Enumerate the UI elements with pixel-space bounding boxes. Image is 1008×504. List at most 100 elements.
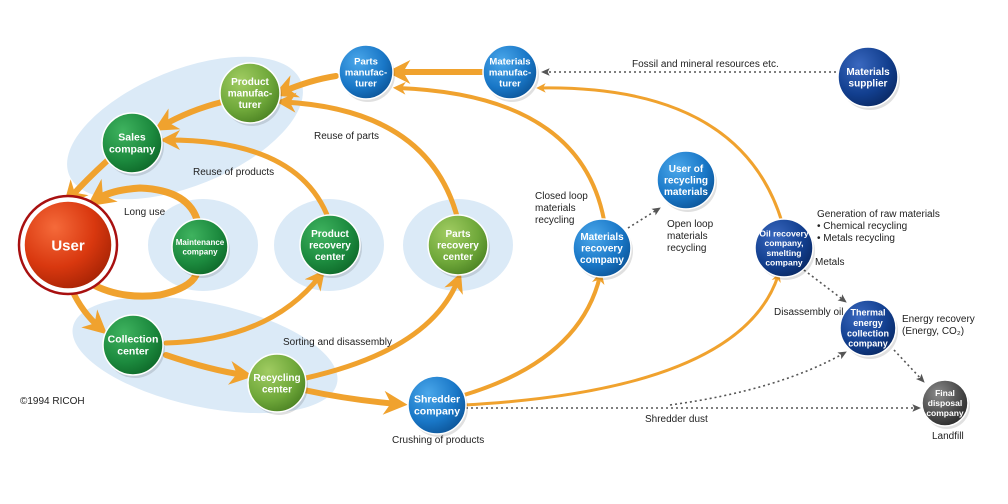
- node-label-line: company,: [764, 238, 803, 248]
- arrow-collection-to-recycling: [163, 352, 254, 385]
- node-label-line: Collection: [108, 334, 159, 346]
- label-open-loop-1: Open loop: [667, 219, 714, 230]
- arrow-materials-recovery-to-parts: [392, 81, 606, 222]
- label-closed-loop-2: materials: [535, 203, 576, 214]
- node-label-line: materials: [664, 187, 708, 198]
- label-fossil-resources: Fossil and mineral resources etc.: [632, 59, 779, 70]
- arrow-shredder-to-materials-recovery: [462, 271, 605, 397]
- node-circle: [23, 200, 113, 290]
- label-open-loop-2: materials: [667, 231, 708, 242]
- dotted-arrows: [466, 68, 925, 412]
- node-label-line: Sales: [118, 132, 146, 144]
- arrow-product-recovery-to-sales: [160, 130, 332, 223]
- node-label-line: center: [443, 252, 473, 263]
- node-circle: [407, 375, 467, 435]
- node-circle: [171, 218, 229, 276]
- node-label-line: company: [109, 144, 155, 156]
- arrow-maintenance-to-user: [86, 178, 202, 227]
- node-circle: [572, 218, 632, 278]
- label-reuse-of-parts: Reuse of parts: [314, 131, 379, 142]
- label-long-use: Long use: [124, 207, 166, 218]
- node-label-line: center: [117, 346, 149, 358]
- node-label-line: manufac-: [489, 67, 531, 78]
- node-label-line: manufac-: [345, 67, 387, 78]
- node-label-line: disposal: [928, 398, 962, 408]
- node-label-line: Recycling: [253, 373, 300, 384]
- node-label-line: Materials: [580, 232, 624, 243]
- node-circle: [837, 46, 899, 108]
- node-label-line: Materials: [846, 67, 890, 78]
- node-label-line: manufac-: [228, 89, 272, 100]
- node-label-line: Materials: [489, 56, 530, 67]
- node-label-line: Product: [311, 229, 349, 240]
- node-label-line: turer: [499, 78, 521, 89]
- node-circle: [101, 112, 163, 174]
- label-metals-recycling: • Metals recycling: [817, 233, 895, 244]
- label-closed-loop-1: Closed loop: [535, 191, 588, 202]
- node-circle: [102, 314, 164, 376]
- node-circle: [219, 62, 281, 124]
- node-label-line: recovery: [309, 241, 351, 252]
- node-label-line: center: [315, 252, 345, 263]
- arrow-product-manufacturer-to-sales: [153, 99, 225, 131]
- arrow-user-to-maintenance: [86, 271, 200, 300]
- label-disassembly-oil: Disassembly oil: [774, 307, 843, 318]
- nodes: UserSalescompanyProductmanufac-turerPart…: [17, 44, 970, 437]
- copyright: ©1994 RICOH: [20, 396, 85, 407]
- node-label-line: Thermal: [850, 308, 885, 318]
- node-circle: [839, 299, 897, 357]
- node-label-line: recovery: [437, 241, 479, 252]
- dotted-oil-to-thermal: [795, 262, 847, 303]
- arrow-shredder-to-oil-recovery: [462, 272, 781, 407]
- label-metals: Metals: [815, 257, 844, 268]
- arrow-recycling-to-shredder: [301, 387, 408, 415]
- dotted-shredder-to-thermal: [669, 351, 847, 406]
- node-label-line: energy: [853, 318, 883, 328]
- node-label-line: supplier: [849, 78, 888, 89]
- label-landfill: Landfill: [932, 431, 964, 442]
- node-label-line: Parts: [354, 56, 378, 67]
- node-label-line: Parts: [445, 229, 470, 240]
- arrow-recycling-to-parts-recovery: [303, 272, 463, 381]
- node-label-line: Maintenance: [176, 238, 225, 247]
- node-label-line: company: [848, 339, 888, 349]
- labels: Fossil and mineral resources etc. Reuse …: [20, 59, 975, 446]
- node-label-line: User of: [669, 164, 704, 175]
- node-label-line: company: [580, 255, 624, 266]
- label-open-loop-3: recycling: [667, 243, 706, 254]
- node-label-line: recycling: [664, 176, 708, 187]
- node-label-line: Final: [935, 388, 955, 398]
- label-sorting-disassembly: Sorting and disassembly: [283, 337, 392, 348]
- node-circle: [754, 218, 814, 278]
- label-crushing-products: Crushing of products: [392, 435, 484, 446]
- node-circle: [338, 44, 394, 100]
- label-chemical-recycling: • Chemical recycling: [817, 221, 907, 232]
- node-label-line: smelting: [767, 248, 802, 258]
- dotted-thermal-to-final-disposal: [893, 349, 925, 383]
- node-label-line: turer: [239, 100, 262, 111]
- node-label-line: collection: [847, 328, 889, 338]
- node-label-line: company: [414, 406, 460, 418]
- label-energy-recovery-2: (Energy, CO₂): [902, 326, 964, 337]
- node-user: User: [17, 194, 119, 296]
- node-circle: [247, 353, 307, 413]
- node-label-line: Oil recovery: [759, 228, 808, 238]
- node-circle: [656, 150, 716, 210]
- arrow-collection-to-product-recovery: [163, 269, 325, 346]
- arrow-oil-recovery-to-materials-manufacturer: [536, 83, 784, 224]
- label-generation-raw: Generation of raw materials: [817, 209, 940, 220]
- node-label-line: center: [262, 384, 292, 395]
